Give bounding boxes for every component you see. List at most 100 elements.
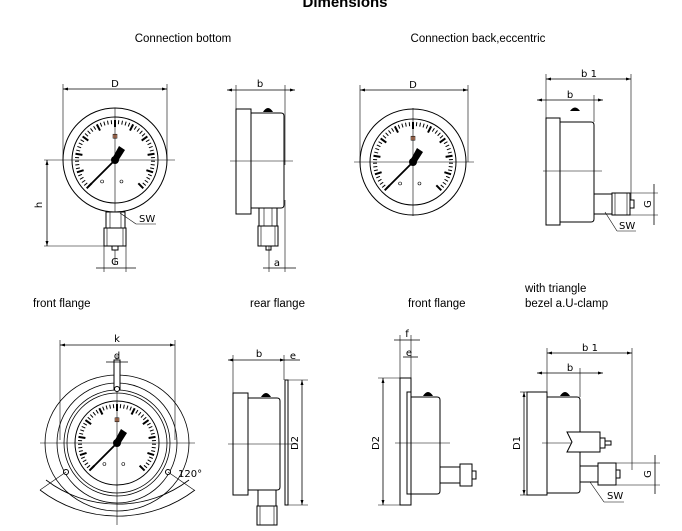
dial-tick — [373, 154, 381, 158]
dial-tick — [397, 124, 401, 129]
dial-tick — [79, 176, 84, 180]
dial-tick — [78, 173, 83, 177]
dim-b: b — [257, 79, 263, 90]
gauge-front-bottom: D h SW G — [34, 79, 175, 272]
dial-tick — [75, 164, 80, 166]
dial-screw — [100, 179, 104, 184]
dial-tick — [379, 181, 384, 185]
dial-tick — [425, 124, 429, 129]
dial-tick — [446, 147, 451, 151]
dial-tick — [431, 127, 435, 132]
caption-front-flange-2: front flange — [408, 298, 466, 310]
dial-tick — [142, 416, 147, 421]
dial-screw — [417, 181, 422, 186]
dial-tick — [81, 425, 86, 429]
dial-tick — [437, 132, 441, 137]
dial-tick — [448, 166, 453, 168]
dim-b1: b 1 — [582, 343, 598, 354]
dial-tick — [141, 135, 148, 142]
dim-b: b — [567, 90, 573, 101]
dial-tick — [99, 122, 103, 127]
dial-tick — [78, 435, 86, 439]
dial-tick — [149, 429, 154, 432]
dial-tick — [89, 414, 94, 418]
dim-G: G — [643, 200, 654, 208]
dial-tick — [439, 135, 444, 139]
dial-screw — [119, 179, 124, 184]
dial-tick — [388, 130, 392, 134]
dial-tick — [434, 130, 438, 134]
gauge-side-back: b 1 b G SW — [537, 69, 658, 232]
dial-tick — [138, 464, 146, 472]
dim-b: b — [256, 349, 262, 360]
caption-front-flange: front flange — [33, 298, 91, 310]
dial-tick — [83, 422, 88, 426]
dial-tick — [148, 145, 153, 149]
dial-tick — [150, 164, 155, 166]
dim-D1: D1 — [512, 436, 523, 450]
dial-tick — [373, 169, 378, 172]
dial-tick — [147, 142, 152, 146]
dial-tick — [92, 411, 96, 416]
dial-tick — [146, 422, 151, 426]
dim-b1: b 1 — [581, 69, 597, 80]
dim-b: b — [567, 363, 573, 374]
dial-tick — [151, 450, 156, 452]
dial-tick — [405, 122, 407, 127]
dial-tick — [378, 141, 383, 145]
dial-tick — [105, 405, 108, 410]
dim-f: f — [405, 329, 409, 340]
gauge-triangle-bezel-side: b 1 b D1 G SW — [512, 343, 660, 503]
dial-tick — [75, 167, 80, 170]
dial-tick — [75, 152, 83, 156]
dial-tick — [443, 141, 448, 145]
dial-tick — [76, 149, 81, 152]
dim-G: G — [643, 470, 654, 478]
dial-tick — [139, 130, 143, 135]
dial-tick — [126, 405, 129, 410]
dial-tick — [76, 169, 84, 174]
dial-tick — [147, 459, 152, 463]
dial-tick — [137, 182, 144, 189]
dial-tick — [136, 128, 140, 132]
dim-D2: D2 — [371, 436, 382, 450]
dial-tick — [81, 179, 86, 183]
dial-tick — [87, 130, 91, 135]
dial-tick — [150, 167, 155, 170]
dial-tick — [401, 123, 404, 128]
dial-tick — [147, 173, 152, 177]
dial-tick — [78, 446, 83, 449]
dial-tick — [391, 127, 395, 132]
dial-tick — [148, 435, 156, 439]
dial-tick — [149, 149, 154, 152]
needle — [88, 159, 116, 187]
dial-tick — [385, 132, 389, 137]
needle — [386, 161, 414, 189]
dial-tick — [143, 464, 148, 469]
dial-tick — [135, 409, 139, 414]
dial-tick — [381, 184, 386, 188]
dial-tick — [79, 432, 84, 435]
dial-tick — [148, 456, 153, 459]
dial-tick — [95, 123, 101, 132]
dim-e: e — [406, 348, 412, 359]
dial-tick — [147, 451, 155, 457]
dial-tick — [83, 182, 88, 186]
dial-tick — [123, 404, 125, 409]
dial-tick — [79, 451, 87, 457]
dial-tick — [107, 120, 109, 125]
dim-angle: 120° — [178, 469, 202, 480]
dial-tick — [377, 178, 382, 182]
dim-e: e — [290, 351, 296, 362]
dial-tick — [78, 142, 83, 146]
dial-tick — [102, 406, 105, 411]
needle — [90, 442, 118, 470]
dial-tick — [82, 135, 89, 142]
dial-tick — [127, 122, 131, 127]
dial-tick — [146, 176, 151, 180]
dial-tick — [440, 184, 445, 188]
dim-G: G — [111, 257, 119, 268]
dim-d: d — [114, 351, 120, 362]
dial-tick — [84, 133, 89, 137]
